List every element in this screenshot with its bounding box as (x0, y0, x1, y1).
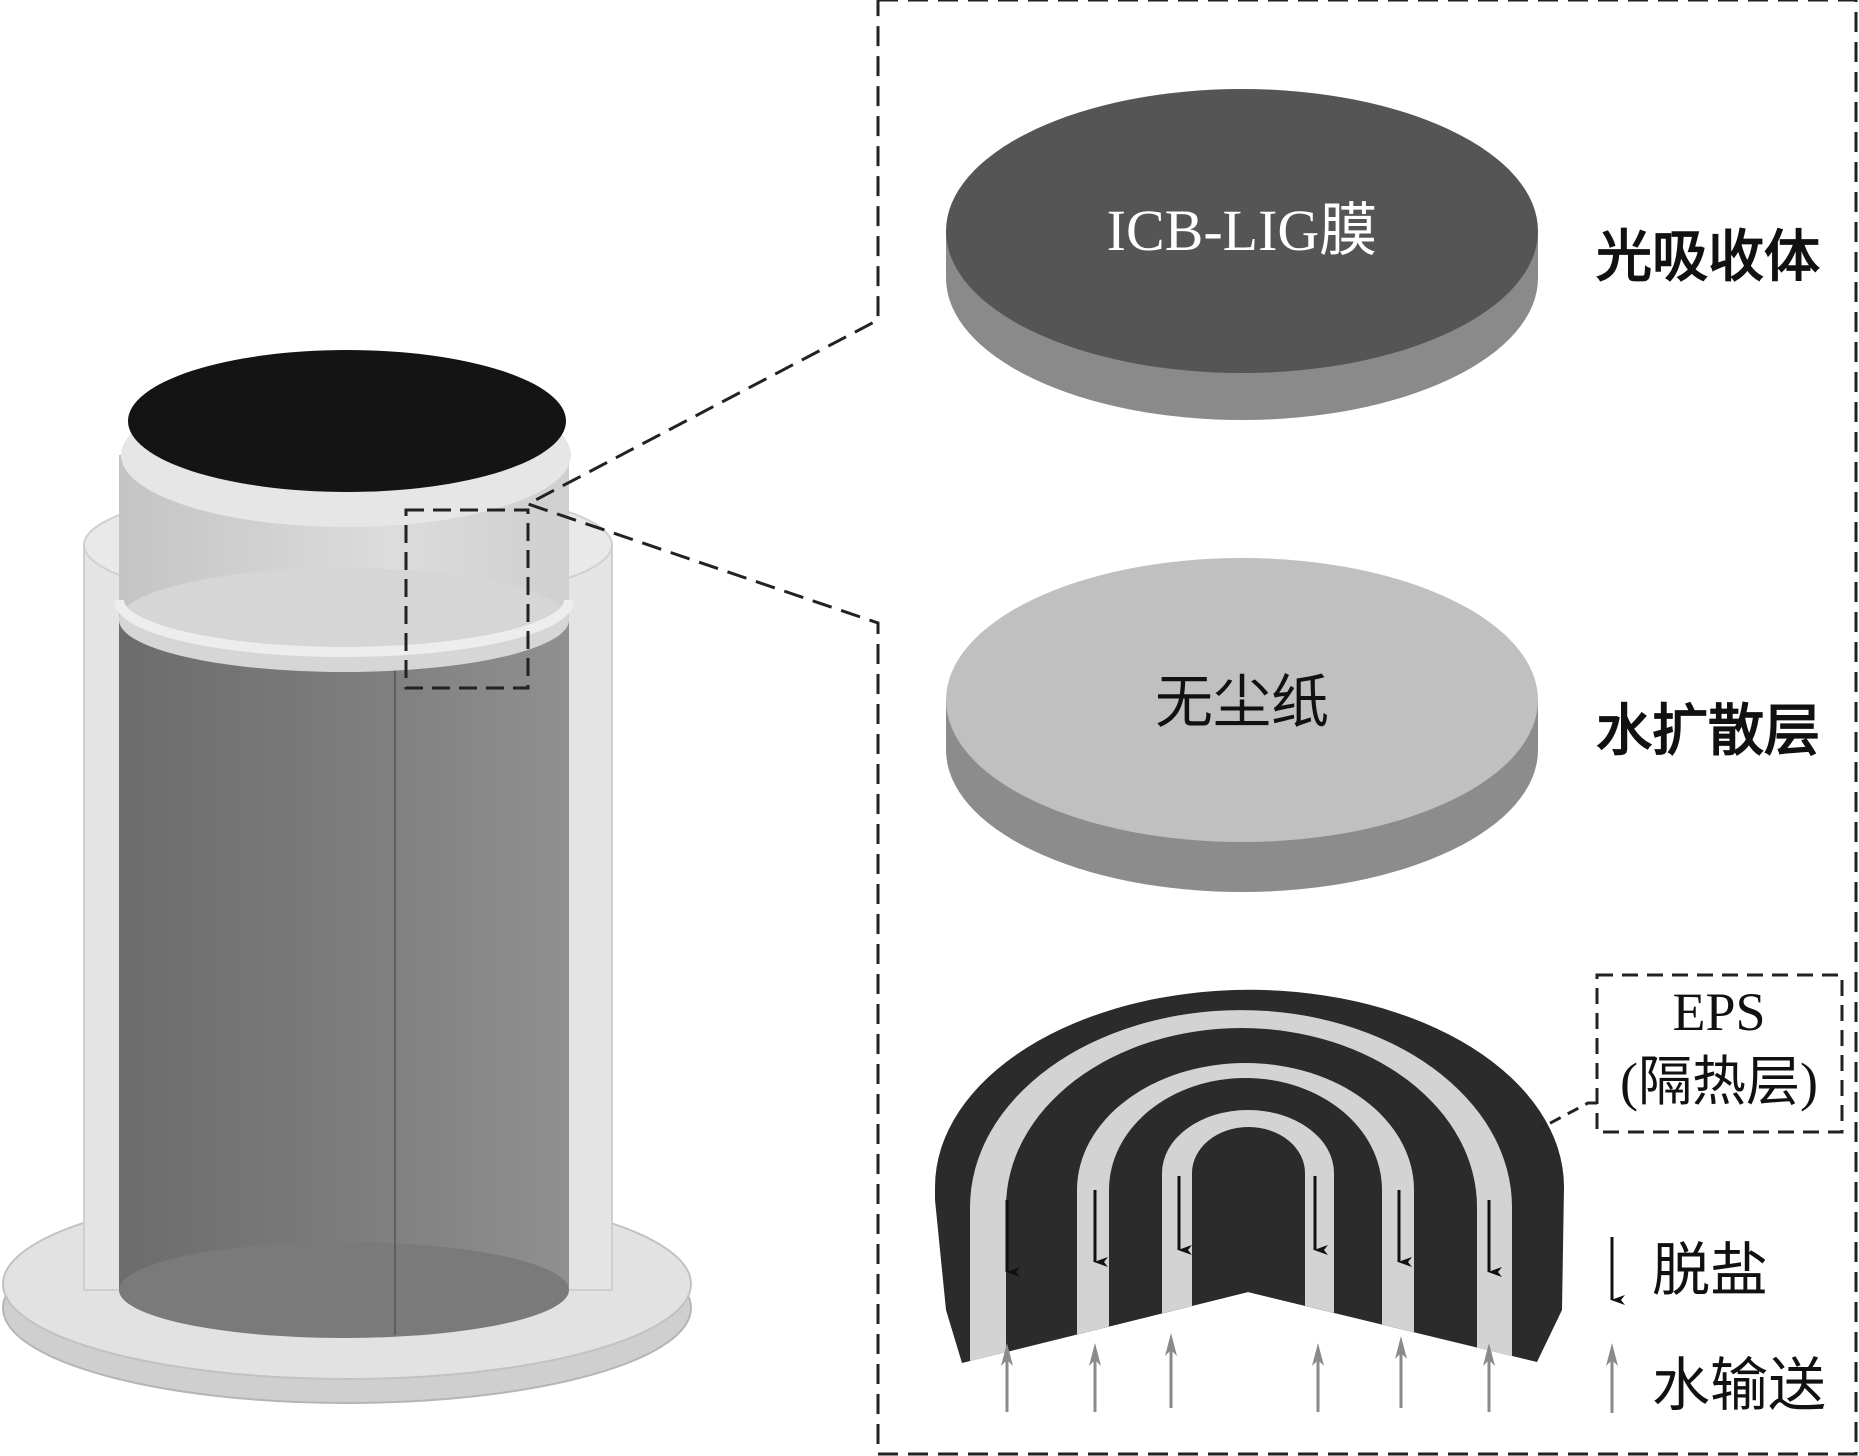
inner-cylinder (119, 620, 569, 1338)
zoom-region-box (404, 508, 530, 690)
insulation-role-label: (隔热层) (1620, 1052, 1818, 1112)
eps-cross-section (935, 989, 1564, 1363)
paper-label: 无尘纸 (1155, 670, 1329, 735)
eps-label: EPS (1672, 982, 1765, 1042)
water-transport-arrow-icon (1606, 1343, 1618, 1413)
paper-disc: 无尘纸 (946, 558, 1538, 892)
legend-water-transport: 水输送 (1652, 1353, 1826, 1418)
absorber-top-surface (128, 350, 566, 492)
evaporator-device (2, 350, 692, 1404)
diffusion-role-label: 水扩散层 (1596, 701, 1820, 763)
callout-frame (524, 0, 1858, 1456)
legend: 脱盐 水输送 (1606, 1237, 1826, 1418)
water-transport-arrows (1001, 1333, 1495, 1412)
legend-desalination: 脱盐 (1652, 1238, 1768, 1303)
eps-label-box: EPS (隔热层) (1540, 973, 1844, 1134)
absorber-role-label: 光吸收体 (1596, 227, 1820, 289)
desalination-arrows (1005, 1176, 1502, 1277)
absorber-label: ICB-LIG膜 (1107, 198, 1378, 263)
absorber-disc: ICB-LIG膜 (946, 89, 1538, 420)
